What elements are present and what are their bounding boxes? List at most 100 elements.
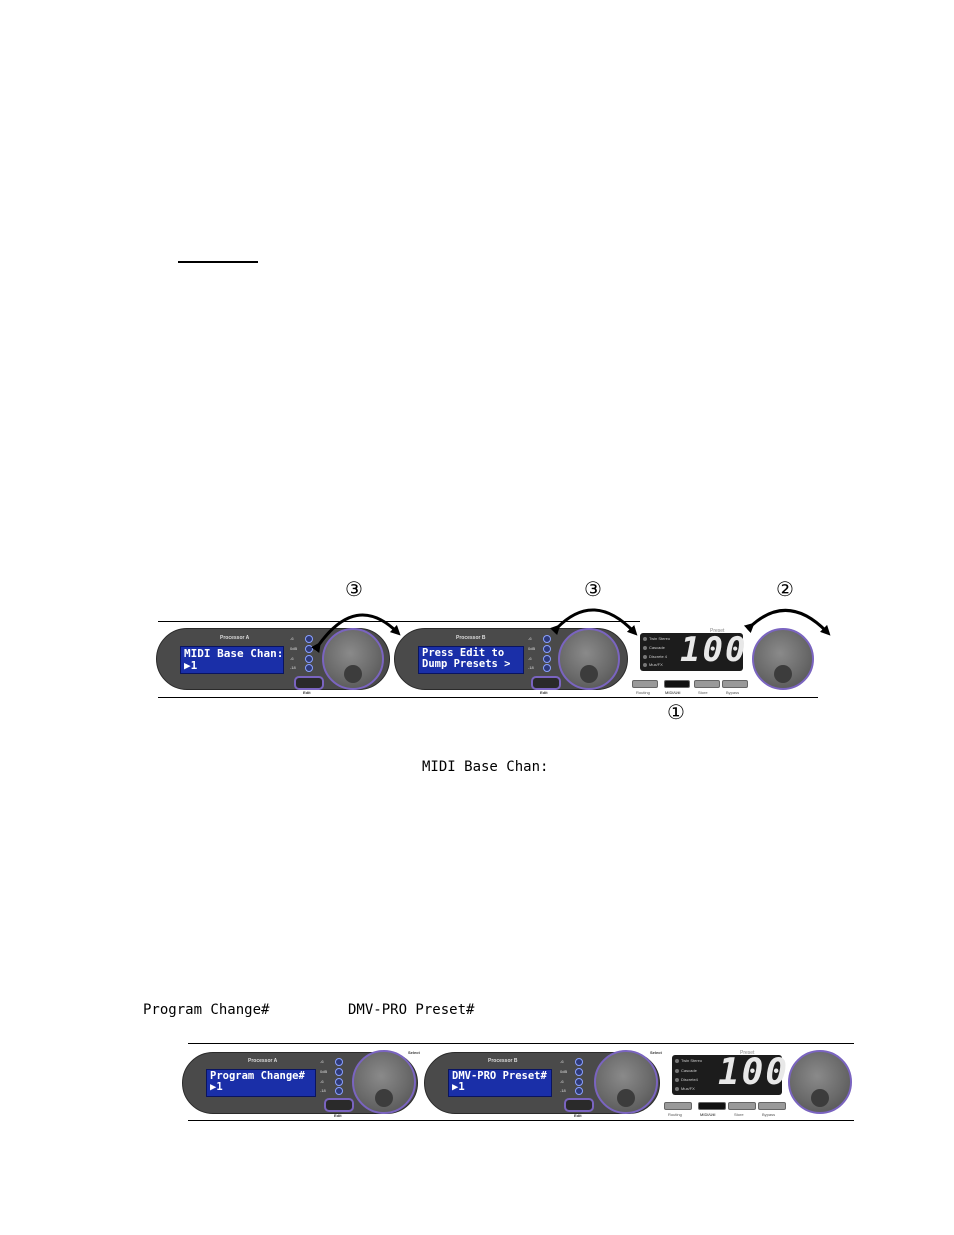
store-button-label: Store	[734, 1112, 744, 1117]
meter-label: -18	[560, 1088, 566, 1093]
processor-a-edit-label: Edit	[303, 690, 311, 695]
knob-grip	[811, 1089, 829, 1107]
knob-grip	[375, 1089, 393, 1107]
led-dot	[543, 645, 551, 653]
processor-a-label: Processor A	[248, 1058, 278, 1064]
led-dot	[575, 1078, 583, 1086]
routing-option: Discrete 4	[643, 654, 667, 659]
meter-label: 0dB	[320, 1069, 328, 1074]
processor-b-meter: -6 0dB -6 -18	[528, 634, 556, 674]
led-dot	[335, 1078, 343, 1086]
processor-b-edit-label: Edit	[540, 690, 548, 695]
midi-util-button[interactable]	[664, 680, 690, 688]
master-preset-knob[interactable]	[752, 628, 814, 690]
processor-b-label: Processor B	[456, 635, 486, 641]
lcd-line-1: DMV-PRO Preset#	[452, 1070, 547, 1082]
lcd-line-1: Press Edit to	[422, 647, 505, 659]
processor-b-select-knob[interactable]	[558, 628, 620, 690]
led-dot	[335, 1068, 343, 1076]
processor-b-edit-button[interactable]	[531, 676, 561, 690]
preset-display: 100	[718, 1052, 790, 1093]
step-2-callout: ②	[776, 577, 794, 601]
led-dot	[305, 664, 313, 672]
meter-label: 0dB	[290, 646, 298, 651]
processor-b-meter: -6 0dB -6 -18	[560, 1057, 588, 1097]
meter-label: -6	[290, 656, 294, 661]
processor-b-select-knob[interactable]	[594, 1050, 658, 1114]
arrow-knob-b	[549, 608, 638, 636]
meter-label: -18	[320, 1088, 326, 1093]
led-dot	[575, 1068, 583, 1076]
processor-a-edit-button[interactable]	[324, 1098, 354, 1112]
processor-a-meter: -6 0dB -6 -18	[320, 1057, 348, 1097]
processor-b-label: Processor B	[488, 1058, 518, 1064]
routing-button[interactable]	[632, 680, 658, 688]
processor-a-select-knob[interactable]	[352, 1050, 416, 1114]
master-display-panel: Twin Stereo Cascade Discrete 4 Mux/FX	[640, 633, 743, 671]
meter-label: -18	[290, 665, 296, 670]
lcd-line-2: ▶1	[210, 1081, 223, 1094]
processor-b-edit-label: Edit	[574, 1113, 582, 1118]
routing-option: Discrete4	[675, 1077, 698, 1082]
meter-label: 0dB	[560, 1069, 568, 1074]
led-dot	[575, 1087, 583, 1095]
meter-label: -18	[528, 665, 534, 670]
knob-grip	[580, 665, 598, 683]
meter-label: -6	[560, 1059, 564, 1064]
processor-a-lcd: MIDI Base Chan: ▶1	[180, 646, 284, 674]
processor-a-edit-button[interactable]	[294, 676, 324, 690]
routing-option: Twin Stereo	[643, 636, 670, 641]
rule-bottom	[158, 697, 818, 698]
lcd-line-1: Program Change#	[210, 1070, 305, 1082]
meter-label: -6	[560, 1079, 564, 1084]
preset-label: Preset	[740, 1050, 755, 1056]
preset-label: Preset	[710, 628, 725, 634]
knob-grip	[774, 665, 792, 683]
led-dot	[335, 1087, 343, 1095]
dmv-preset-caption: DMV-PRO Preset#	[348, 1002, 475, 1018]
led-dot	[575, 1058, 583, 1066]
processor-a-select-label: Select	[408, 1050, 420, 1055]
bypass-button-label: Bypass	[762, 1112, 776, 1117]
bypass-button-label: Bypass	[726, 690, 740, 695]
store-button-label: Store	[698, 690, 708, 695]
knob-grip	[344, 665, 362, 683]
processor-a-edit-label: Edit	[334, 1113, 342, 1118]
routing-option: Mux/FX	[643, 662, 663, 667]
rule-top	[158, 621, 640, 622]
step-3-callout-a: ③	[345, 577, 363, 601]
program-change-caption: Program Change#	[143, 1002, 270, 1018]
led-dot	[543, 664, 551, 672]
arrow-knob-a	[311, 613, 401, 653]
lcd-line-2: Dump Presets >	[422, 658, 511, 671]
routing-button[interactable]	[664, 1102, 692, 1110]
rule-bottom	[188, 1120, 854, 1121]
store-button[interactable]	[694, 680, 720, 688]
routing-option: Cascade	[643, 645, 665, 650]
bypass-button[interactable]	[722, 680, 748, 688]
preset-display: 100	[680, 630, 748, 670]
meter-label: 0dB	[528, 646, 536, 651]
master-preset-knob[interactable]	[788, 1050, 852, 1114]
midi-util-button-label: MIDI/Util	[665, 690, 681, 695]
led-dot	[543, 655, 551, 663]
midi-base-chan-caption: MIDI Base Chan:	[422, 759, 549, 775]
meter-label: -6	[320, 1059, 324, 1064]
rule-top	[188, 1043, 854, 1044]
routing-button-label: Routing	[636, 690, 650, 695]
processor-b-lcd: Press Edit to Dump Presets >	[418, 646, 524, 674]
processor-b-edit-button[interactable]	[564, 1098, 594, 1112]
routing-button-label: Routing	[668, 1112, 682, 1117]
meter-label: -6	[528, 656, 532, 661]
store-button[interactable]	[728, 1102, 756, 1110]
processor-b-select-label: Select	[650, 1050, 662, 1055]
bypass-button[interactable]	[758, 1102, 786, 1110]
routing-option: Mux/FX	[675, 1086, 695, 1091]
master-button-row: Routing MIDI/Util Store Bypass	[664, 1102, 788, 1118]
midi-util-button-label: MIDI/Util	[700, 1112, 716, 1117]
lcd-line-2: ▶1	[184, 658, 198, 672]
underline-rule	[178, 261, 258, 263]
led-dot	[305, 655, 313, 663]
midi-util-button[interactable]	[698, 1102, 726, 1110]
